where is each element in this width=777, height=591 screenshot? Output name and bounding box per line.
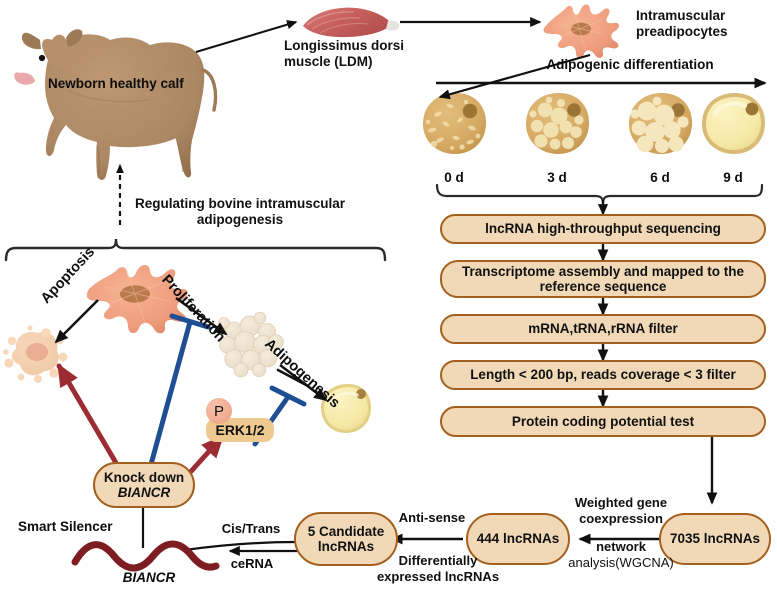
adipocyte-6d-illustration — [628, 93, 692, 154]
regulating-label-line1: Regulating bovine intramuscular — [134, 196, 346, 211]
adipocyte-3d-illustration — [525, 93, 589, 154]
edge-label-antisense: Anti-sense — [398, 510, 466, 525]
node-7035-lncrnas-label: 7035 lncRNAs — [669, 531, 761, 547]
pipeline-step-coding-test[interactable]: Protein coding potential test — [440, 406, 766, 437]
adipocyte-9d-illustration — [701, 93, 765, 154]
pipeline-step-length-filter[interactable]: Length < 200 bp, reads coverage < 3 filt… — [440, 360, 766, 390]
edge-label-differentially-expressed: Differentially expressed lncRNAs — [368, 553, 508, 584]
calf-label: Newborn healthy calf — [48, 76, 184, 91]
pipeline-step-sequencing[interactable]: lncRNA high-throughput sequencing — [440, 214, 766, 244]
erk1-2-label: ERK1/2 — [215, 422, 265, 438]
pipeline-step-sequencing-label: lncRNA high-throughput sequencing — [485, 221, 721, 237]
adipocyte-0d-illustration — [422, 93, 486, 154]
pipeline-step-coding-test-label: Protein coding potential test — [511, 413, 695, 429]
timepoint-label-0d: 0 d — [444, 170, 464, 185]
edge-label-cis-trans: Cis/Trans — [221, 521, 281, 536]
mature-adipocyte-illustration — [321, 384, 371, 433]
edge-label-wgcna-line4: analysis(WGCNA) — [568, 554, 674, 570]
node-5-candidate-lncrnas-line2: lncRNAs — [317, 539, 375, 554]
smart-silencer-label: Smart Silencer — [18, 519, 113, 534]
node-5-candidate-lncrnas[interactable]: 5 Candidate lncRNAs — [294, 512, 398, 566]
knockdown-biancr-box[interactable]: Knock down BIANCR — [93, 462, 195, 508]
apoptotic-cell-illustration — [3, 325, 68, 383]
phosphorylation-label: P — [213, 402, 224, 420]
timepoint-label-9d: 9 d — [723, 170, 743, 185]
ldm-muscle-illustration — [303, 7, 400, 38]
edge-label-differentially-expressed-line2: expressed lncRNAs — [376, 568, 500, 584]
node-444-lncrnas[interactable]: 444 lncRNAs — [466, 513, 570, 565]
node-7035-lncrnas[interactable]: 7035 lncRNAs — [659, 513, 771, 565]
ldm-label-line2: muscle (LDM) — [284, 53, 373, 69]
calf-illustration — [14, 29, 218, 180]
edge-label-wgcna: Weighted gene coexpression network analy… — [560, 495, 682, 570]
edge-label-wgcna-line1: Weighted gene — [574, 495, 668, 510]
pipeline-step-rna-filter-label: mRNA,tRNA,rRNA filter — [528, 321, 678, 337]
node-444-lncrnas-label: 444 lncRNAs — [476, 531, 560, 547]
mechanism-preadipocyte-illustration — [86, 264, 188, 334]
ldm-label-line1: Longissimus dorsi — [284, 38, 405, 53]
biancr-rna-label: BIANCR — [122, 570, 176, 585]
phosphorylation-marker: P — [206, 398, 232, 424]
preadipocyte-illustration — [543, 4, 620, 59]
pipeline-step-assembly-label: Transcriptome assembly and mapped to the… — [461, 263, 745, 294]
edge-label-wgcna-line3: network — [596, 538, 646, 554]
edge-label-differentially-expressed-line1: Differentially — [398, 553, 478, 568]
timepoint-label-6d: 6 d — [650, 170, 670, 185]
node-5-candidate-lncrnas-line1: 5 Candidate — [307, 523, 385, 539]
preadipocyte-label-line1: Intramuscular — [636, 8, 726, 23]
edge-label-cerna: ceRNA — [230, 556, 274, 571]
knockdown-biancr-line2: BIANCR — [117, 485, 171, 500]
ldm-label: Longissimus dorsi muscle (LDM) — [284, 38, 404, 69]
preadipocyte-label-line2: preadipocytes — [636, 23, 728, 39]
edge-label-wgcna-line2: coexpression — [579, 510, 663, 526]
timepoint-label-3d: 3 d — [547, 170, 567, 185]
pipeline-step-assembly[interactable]: Transcriptome assembly and mapped to the… — [440, 260, 766, 298]
knockdown-biancr-line1: Knock down — [103, 469, 185, 485]
preadipocyte-label: Intramuscular preadipocytes — [636, 8, 728, 39]
regulating-label-line2: adipogenesis — [196, 212, 284, 228]
adipocyte-cluster-illustration — [218, 311, 284, 378]
pipeline-step-length-filter-label: Length < 200 bp, reads coverage < 3 filt… — [470, 367, 736, 383]
pipeline-step-rna-filter[interactable]: mRNA,tRNA,rRNA filter — [440, 314, 766, 344]
regulating-label: Regulating bovine intramuscular adipogen… — [124, 196, 356, 228]
adipogenic-differentiation-label: Adipogenic differentiation — [546, 57, 714, 72]
